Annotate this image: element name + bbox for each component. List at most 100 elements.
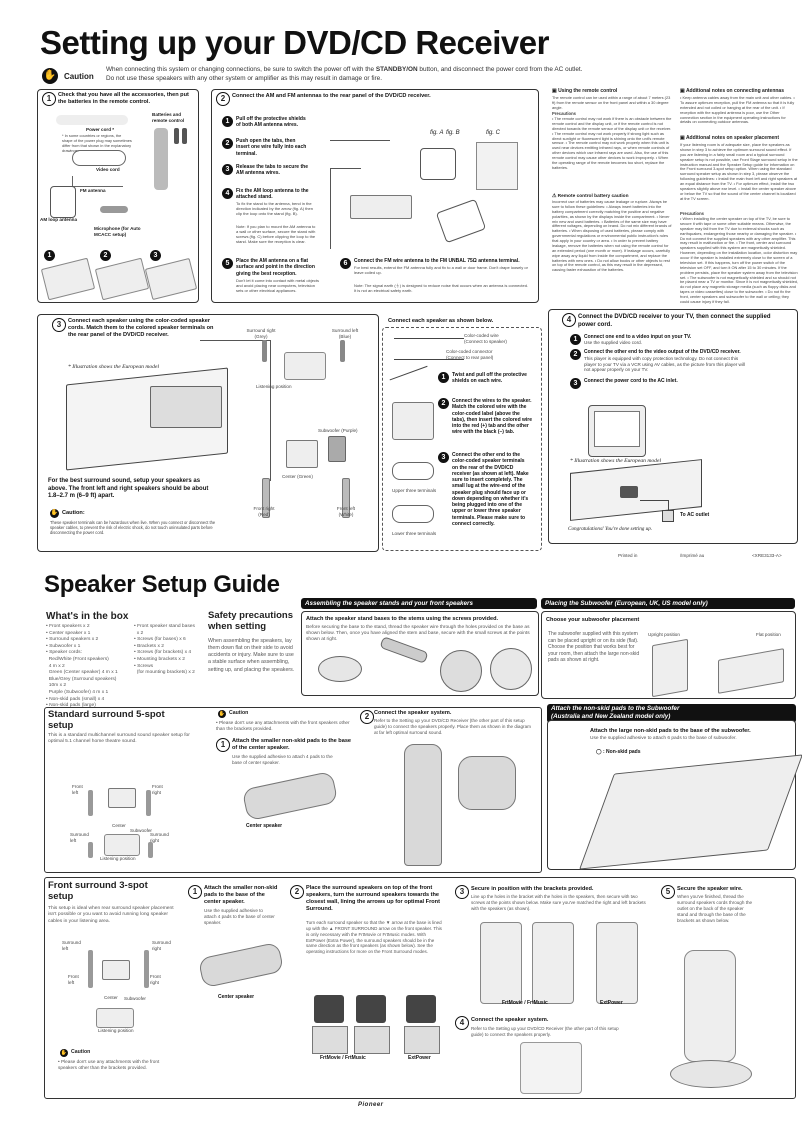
stand-base-illustration: [318, 656, 362, 682]
antenna-step-5-number: 5: [222, 258, 233, 269]
box-contents-item: • Mounting brackets x 2: [134, 657, 185, 663]
subwoofer-band: Placing the Subwoofer (European, UK, US …: [541, 598, 795, 609]
box-contents-item: • Non-skid pads (large): [46, 703, 96, 709]
std-subwoofer-label: Subwoofer: [130, 828, 152, 833]
section-4-title: Connect the DVD/CD receiver to your TV, …: [578, 314, 771, 328]
std-front-right-label: Front right: [152, 784, 163, 795]
box-contents-item: Blue/Grey (Surround speakers): [46, 676, 117, 682]
standard-front-right-speaker: [146, 790, 151, 816]
fs-step-2: Place the surround speakers on top of th…: [306, 885, 440, 912]
box-contents-item: (for mounting brackets) x 2: [134, 670, 195, 676]
front-left-label: Front left (White): [336, 506, 356, 517]
fs-sofa-illustration: [96, 1008, 134, 1028]
battery-note-title: ⚠ Remote control battery caution: [552, 194, 629, 200]
antenna-step-6-body: For best results, extend the FM antenna …: [354, 265, 528, 275]
fs-step-5-sub: When you've finished, thread the surroun…: [677, 894, 753, 923]
caution-icon: ✋: [50, 509, 59, 518]
fm-antenna-label: FM antenna: [80, 188, 106, 193]
speaker-wires-illustration: [200, 340, 271, 481]
fs-extpower-speaker: [406, 995, 436, 1023]
upright-label: Upright position: [648, 632, 680, 637]
fs-front-right-speaker: [144, 950, 149, 988]
antenna-note-title: ▣ Additional notes on connecting antenna…: [680, 88, 784, 95]
fs-front-left-label: Front left: [68, 974, 79, 985]
fs-step-2-number: 2: [290, 885, 304, 899]
microphone-label: Microphone (for Auto MCACC setup): [94, 226, 141, 237]
am-wire-illustration: [330, 140, 390, 147]
fs-step-3-sub: Line up the holes in the bracket with th…: [471, 894, 646, 911]
am-loop-stand-illustration: [420, 148, 456, 180]
anz-band-a: Attach the non-skid pads to the Subwoofe…: [551, 705, 680, 712]
std-front-left-label: Front left: [72, 784, 83, 795]
color-connector-label: Color-coded connector (Connect to rear p…: [446, 349, 494, 360]
wire-end-illustration: [394, 338, 464, 360]
antenna-step-4-body: To fix the stand to the antenna, bend in…: [236, 201, 313, 216]
antenna-note-body: • Keep antenna cables away from the main…: [680, 95, 795, 125]
section-3-caution-label: Caution:: [62, 510, 85, 516]
section-3-number: 3: [52, 318, 66, 332]
fs-extpower-label-2: ExtPower: [600, 1000, 623, 1006]
caution-text-line2: Do not use these speakers with any other…: [106, 75, 382, 82]
antenna-step-5-title: Place the AM antenna on a flat surface a…: [236, 258, 315, 277]
fs-frtmovie-label-2: FrtMovie / FrtMusic: [502, 1000, 548, 1006]
std-caution-body: • Please don't use any attachments with …: [216, 720, 350, 732]
fs-step-4-sub: Refer to the Setting up your DVD/CD Rece…: [471, 1026, 619, 1037]
tv-step-2-number: 2: [570, 349, 581, 360]
std-step-2-number: 2: [360, 710, 374, 724]
ac-plug-illustration: [662, 510, 674, 522]
note-icon: ▣: [680, 88, 686, 94]
power-cord-label: Power cord *: [86, 127, 115, 132]
fs-bracket-1-illustration: [480, 922, 522, 1004]
fs-body: This setup is ideal when rear surround s…: [48, 906, 174, 924]
box-contents-item: • Surround speakers x 2: [46, 637, 99, 643]
fs-step-5: Secure the speaker wire.: [677, 886, 743, 892]
fs-subwoofer-label: Subwoofer: [124, 996, 146, 1001]
anz-sub: Use the supplied adhesive to attach 6 pa…: [590, 736, 737, 741]
subwoofer-body: The subwoofer supplied with this system …: [548, 631, 640, 663]
tv-step-1: Connect one end to a video input on your…: [584, 334, 692, 340]
section-2-number: 2: [216, 92, 230, 106]
fs-wire-stand-illustration: [684, 950, 736, 1062]
fs-extpower-label: ExtPower: [408, 1055, 431, 1061]
remote-note-title: ▣ Using the remote control: [552, 88, 618, 95]
box-contents-list-2: • Front speaker stand bases x 2• Screws …: [134, 624, 204, 677]
fs-caution-icon: ✋: [60, 1049, 68, 1057]
footer-printed: Printed in: [618, 553, 638, 558]
speaker-precautions-title: Precautions: [680, 211, 704, 216]
subwoofer-label: Subwoofer (Purple): [318, 428, 358, 433]
antenna-step-4-title: Fix the AM loop antenna to the attached …: [236, 188, 309, 201]
pioneer-logo: Pioneer: [358, 1102, 384, 1108]
front-right-label: Front right (Red): [253, 506, 275, 517]
fs-step-1-sub: Use the supplied adhesive to attach 4 pa…: [204, 908, 275, 925]
caution-text-b: STANDBY/ON: [375, 66, 418, 73]
section-1-title: Check that you have all the accessories,…: [58, 92, 189, 105]
std-step-1: Attach the smaller non-skid pads to the …: [232, 738, 352, 751]
fs-wire-base-illustration: [670, 1060, 752, 1088]
antenna-step-3-number: 3: [222, 164, 233, 175]
caution-text-line1: When connecting this system or changing …: [106, 66, 582, 73]
am-antenna-label: AM loop antenna: [40, 217, 78, 222]
connect-each-box: [382, 327, 542, 551]
ac-outlet-label: To AC outlet: [680, 512, 710, 518]
warning-icon: ⚠: [552, 194, 558, 199]
remote-precautions-title: Precautions: [552, 111, 576, 116]
std-caution-label: Caution: [229, 710, 249, 716]
connect-step-2: Connect the wires to the speaker. Match …: [452, 398, 533, 436]
standard-front-left-speaker: [88, 790, 93, 816]
front-surround-box: [44, 877, 796, 1099]
lower-terminals-label: Lower three terminals: [392, 531, 437, 536]
section-1-number: 1: [42, 92, 56, 106]
surround-right-speaker: [262, 340, 267, 362]
speaker-note-title-text: Additional notes on speaker placement: [685, 135, 780, 141]
anz-band: Attach the non-skid pads to the Subwoofe…: [547, 704, 796, 723]
remote-note-title-text: Using the remote control: [558, 88, 618, 94]
fs-step-3-number: 3: [455, 885, 469, 899]
speaker-note-title: ▣ Additional notes on speaker placement: [680, 135, 780, 142]
subwoofer-band-b: (European, UK, US model only): [614, 600, 708, 607]
antenna-step-3: Release the tabs to secure the AM antenn…: [236, 164, 308, 177]
microphone-illustration: [100, 206, 128, 213]
fs-center-speaker-label: Center speaker: [218, 994, 255, 1000]
fig-c-label: fig. C: [486, 130, 501, 136]
safety-title: Safety precautions when setting: [208, 610, 293, 632]
subwoofer-speaker: [328, 436, 346, 462]
